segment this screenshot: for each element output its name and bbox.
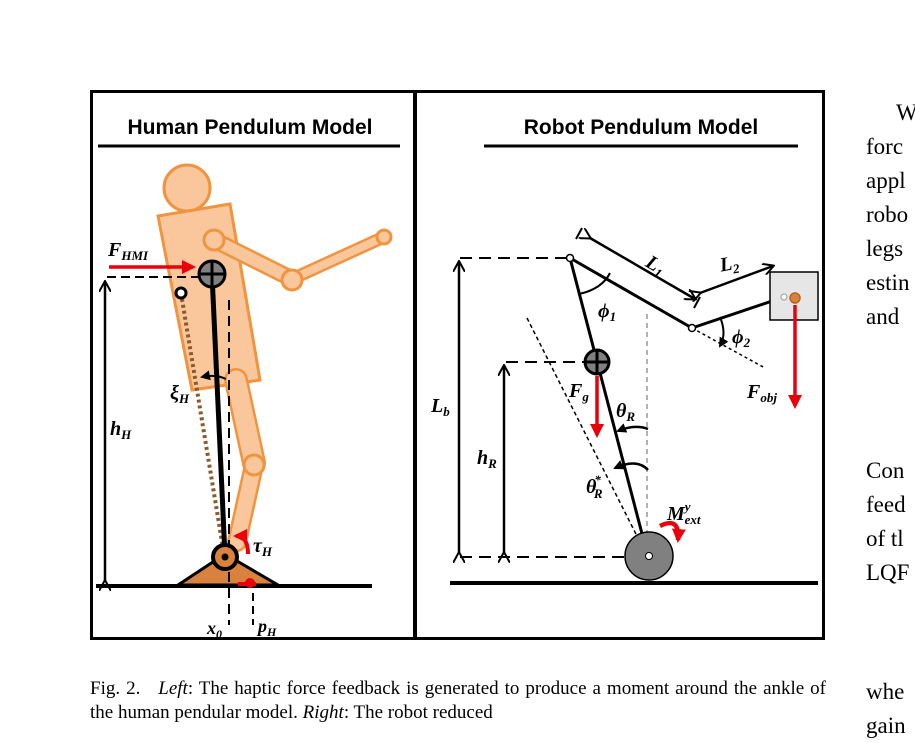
human-arm-lower-fill — [288, 233, 388, 283]
xi-dotted-line — [179, 292, 226, 555]
side-text-line: forc — [866, 134, 904, 159]
xi-angle-arc — [200, 370, 227, 381]
l2-dimension-arrow — [700, 266, 773, 293]
fg-label: Fg — [568, 380, 589, 404]
xi-point — [174, 286, 188, 300]
x0-label: x0 — [206, 618, 222, 640]
side-text-line: robo — [866, 202, 909, 227]
side-text-line: feed — [866, 492, 906, 517]
robot-elbow-joint — [687, 323, 697, 333]
theta-r-angle-arc — [616, 423, 649, 433]
l1-dimension-arrow — [590, 238, 695, 299]
robot-body-link — [568, 257, 648, 550]
m-ext-arrow — [658, 520, 686, 543]
human-elbow — [280, 268, 304, 292]
l2-label: L2 — [717, 252, 741, 279]
side-text-line: gain — [866, 713, 906, 738]
caption-right-word: Right — [302, 702, 344, 723]
hr-label: hR — [477, 447, 497, 471]
theta-r-label: θR — [616, 400, 635, 424]
side-column-text: W forc appl robo legs estin and — [866, 96, 915, 334]
side-text-line: appl — [866, 168, 906, 193]
p-h-label: pH — [256, 616, 277, 639]
right-panel-title: Robot Pendulum Model — [524, 116, 758, 139]
object-com-symbol — [789, 292, 801, 304]
side-text-line: of tl — [866, 526, 904, 551]
caption-right-text: : The robot reduced — [343, 702, 493, 723]
caption-left-text: : The haptic force feedback is generated… — [90, 678, 827, 723]
human-head — [162, 163, 212, 213]
phi2-angle-arc — [718, 316, 729, 348]
f-obj-label: Fobj — [746, 381, 777, 405]
phi2-label: ϕ2 — [732, 326, 751, 350]
phi1-label: ϕ1 — [598, 300, 616, 324]
side-text-line: legs — [866, 236, 904, 261]
robot-wheel-axle — [645, 552, 653, 560]
side-text-line: Con — [866, 458, 905, 483]
human-pendulum-rod — [209, 273, 228, 557]
caption-left-word: Left — [158, 678, 188, 699]
human-arm-upper-fill — [208, 234, 298, 285]
side-text-line: LQF — [866, 560, 910, 585]
xi-h-label: ξH — [170, 382, 190, 406]
caption-label: Fig. 2. — [90, 678, 141, 699]
robot-top-joint — [565, 253, 575, 263]
h-h-label: hH — [110, 418, 132, 442]
pendulum-models-figure: Human Pendulum Model — [90, 90, 825, 640]
side-text-line: estin — [866, 270, 910, 295]
human-shoulder — [202, 228, 226, 252]
phi1-angle-arc — [578, 272, 611, 295]
human-thigh-fill — [226, 370, 264, 473]
link1-extension-dotted — [691, 327, 766, 369]
figure-caption: Fig. 2. Left: The haptic force feedback … — [90, 677, 826, 725]
left-panel-title: Human Pendulum Model — [127, 116, 372, 139]
tau-h-arrow — [233, 529, 250, 555]
human-knee — [242, 453, 266, 477]
robot-arm-link2 — [691, 295, 785, 330]
human-com-symbol — [197, 259, 227, 289]
lb-label: Lb — [430, 395, 450, 419]
robot-com-symbol — [583, 348, 611, 376]
side-column-text-3: whe gain — [866, 675, 906, 743]
gripper-point — [780, 293, 788, 301]
side-text-line: and — [866, 304, 900, 329]
side-text-line: whe — [866, 679, 905, 704]
theta-star-dotted-line — [526, 317, 647, 555]
theta-r-star-angle-arc — [613, 460, 649, 471]
f-hmi-label: FHMI — [107, 239, 149, 263]
theta-r-star-label: θ*R — [586, 472, 603, 501]
tau-h-label: τH — [253, 535, 273, 559]
side-column-text-2: Con feed of tl LQF — [866, 454, 909, 590]
human-hand — [375, 228, 393, 246]
side-text-line: W — [896, 100, 915, 125]
human-ankle-center — [221, 553, 229, 561]
